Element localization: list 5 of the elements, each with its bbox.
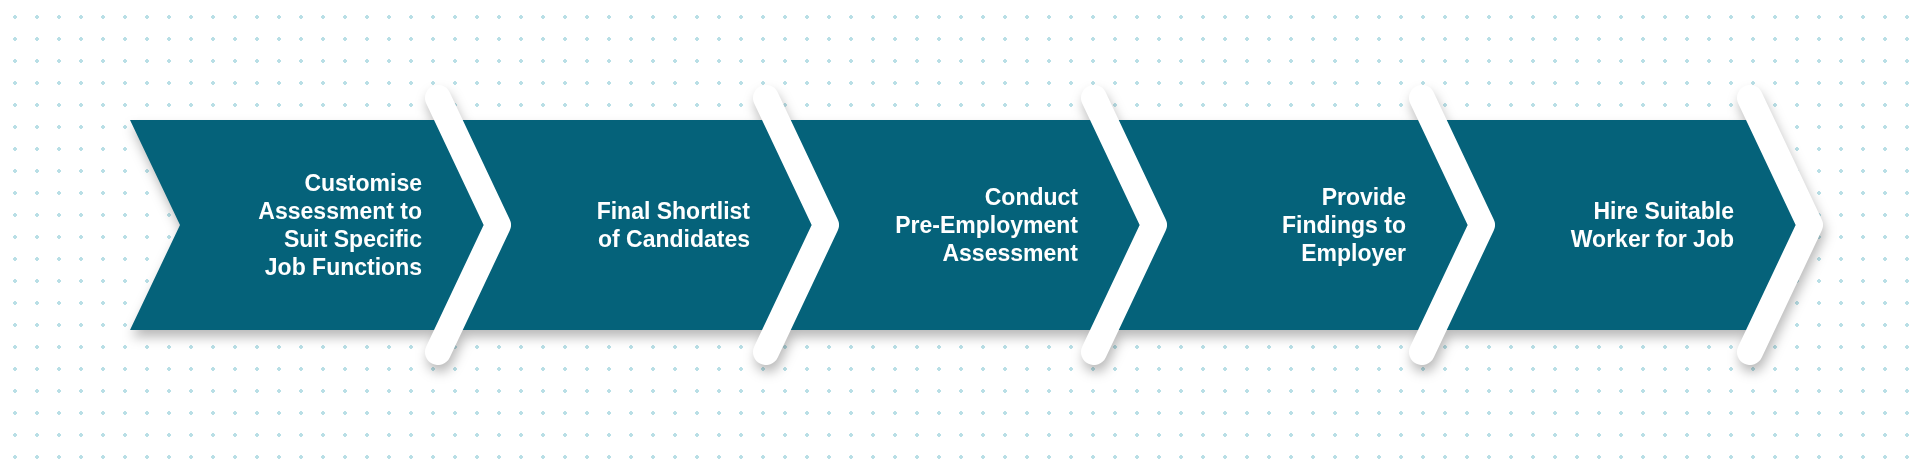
step-label: Provide Findings to Employer [1281, 183, 1406, 267]
step-label: Hire Suitable Worker for Job [1569, 197, 1734, 253]
step-label: Final Shortlist of Candidates [595, 197, 750, 253]
step-label: Conduct Pre-Employment Assessment [894, 183, 1078, 267]
step-label: Customise Assessment to Suit Specific Job Functions [257, 169, 422, 281]
